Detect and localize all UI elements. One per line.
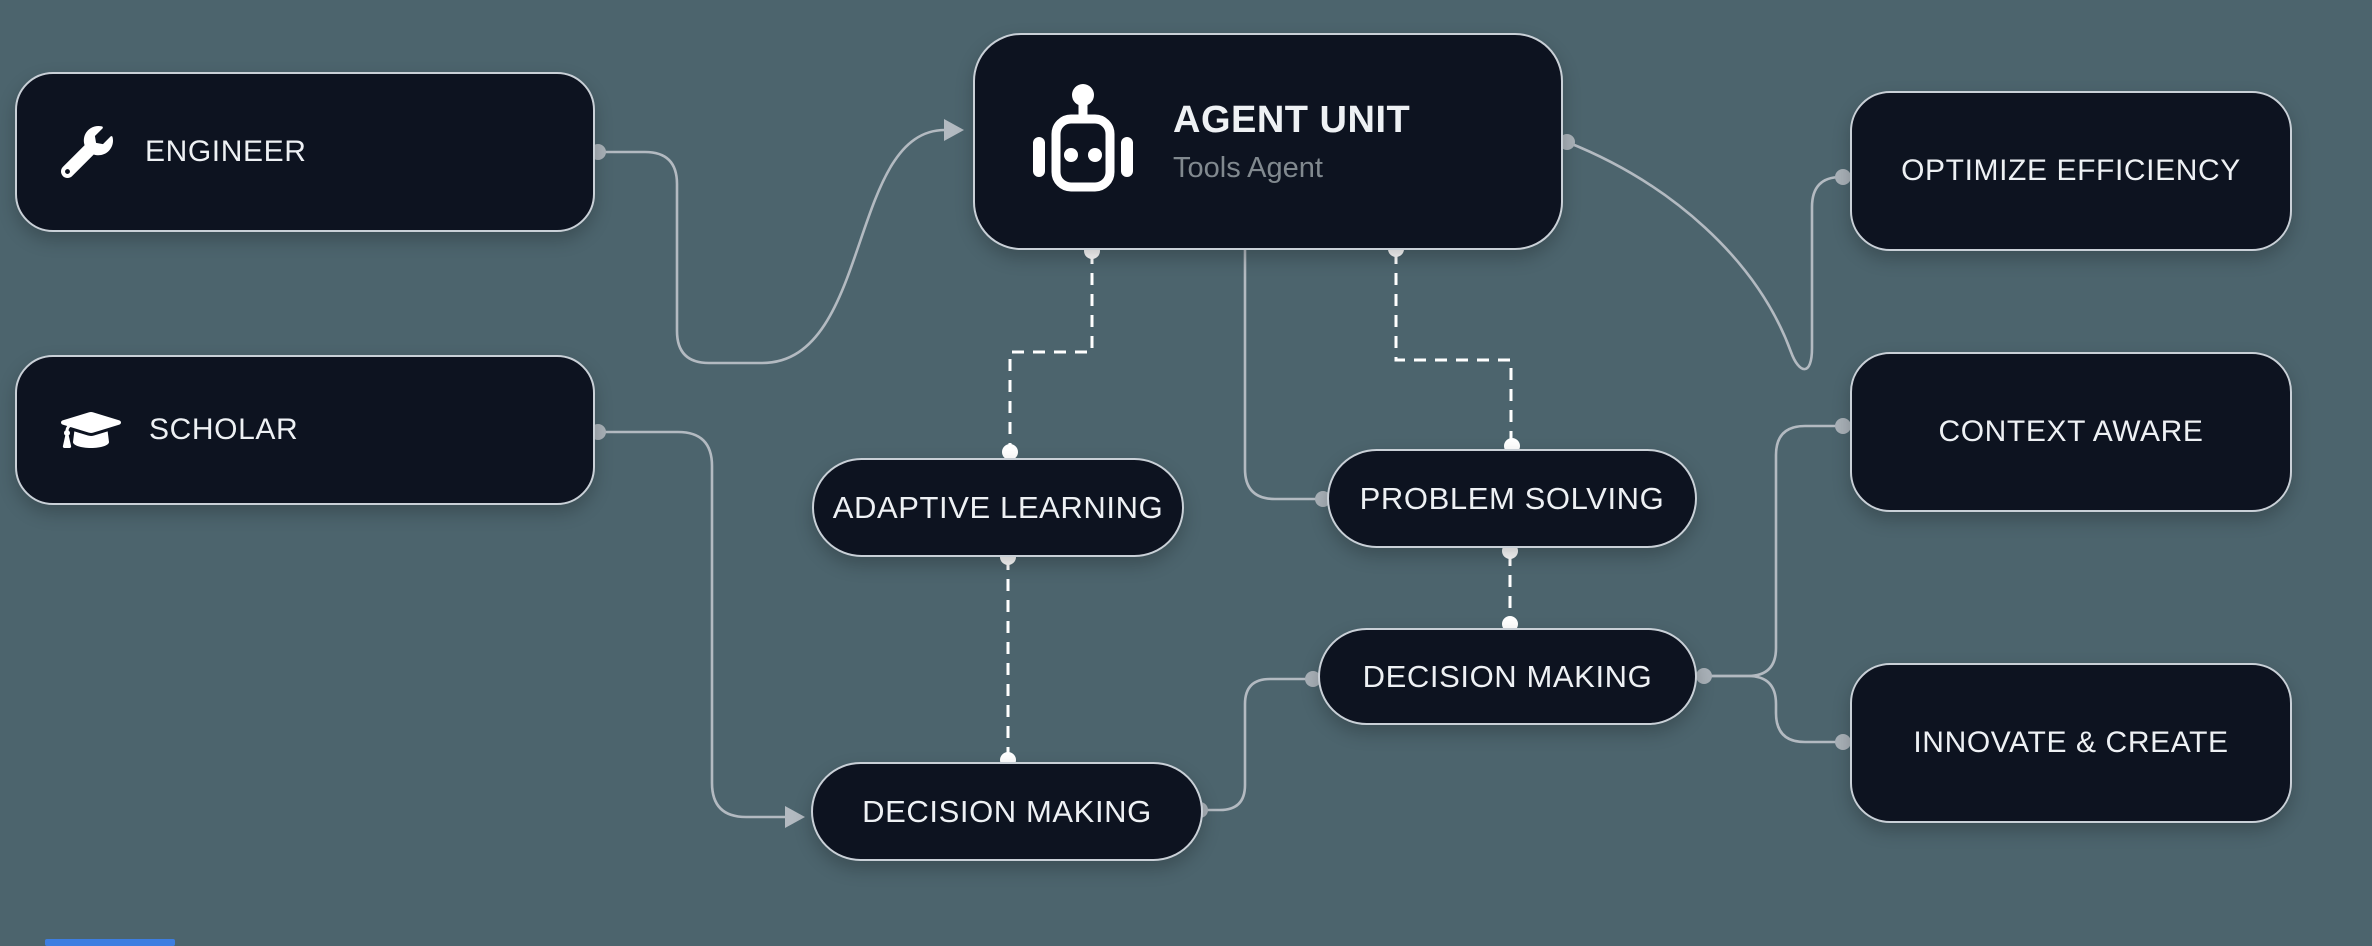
node-decision-making-mid-label: DECISION MAKING <box>1362 658 1653 694</box>
robot-icon <box>1033 83 1133 201</box>
node-optimize-efficiency-label: OPTIMIZE EFFICIENCY <box>1901 154 2241 187</box>
node-context-aware[interactable]: CONTEXT AWARE <box>1850 352 2292 512</box>
handle-adaptive-top[interactable] <box>1002 444 1018 460</box>
edge-decision-lower-to-decision-mid <box>1200 677 1310 812</box>
node-innovate-create-label: INNOVATE & CREATE <box>1913 726 2229 759</box>
dashed-agent-unit-to-problem-solving <box>1394 252 1513 443</box>
handle-decision-mid-left[interactable] <box>1305 671 1321 687</box>
node-engineer[interactable]: ENGINEER <box>15 72 595 232</box>
handle-optimize-left[interactable] <box>1835 169 1851 185</box>
bottom-accent-bar <box>45 939 175 946</box>
edge-agent-unit-to-problem-solving <box>1243 250 1318 501</box>
node-decision-making-lower-label: DECISION MAKING <box>862 793 1152 829</box>
node-decision-making-mid[interactable]: DECISION MAKING <box>1318 628 1697 725</box>
handle-innovate-left[interactable] <box>1835 734 1851 750</box>
node-adaptive-learning[interactable]: ADAPTIVE LEARNING <box>812 458 1184 557</box>
dashed-edges <box>1006 252 1513 758</box>
arrowhead-into-decision-making-lower <box>785 806 805 828</box>
node-engineer-label: ENGINEER <box>145 135 307 168</box>
arrowhead-into-agent-unit <box>944 119 964 141</box>
arrowheads <box>785 119 964 828</box>
node-innovate-create[interactable]: INNOVATE & CREATE <box>1850 663 2292 823</box>
agent-unit-text: AGENT UNIT Tools Agent <box>1173 99 1410 185</box>
edge-decision-mid-to-innovate-create <box>1704 674 1840 744</box>
agent-unit-title: AGENT UNIT <box>1173 98 1411 141</box>
dashed-agent-unit-to-adaptive-learning <box>1008 252 1094 450</box>
node-problem-solving-label: PROBLEM SOLVING <box>1359 480 1665 516</box>
edge-agent-unit-to-optimize-efficiency <box>1566 140 1842 371</box>
edge-decision-mid-to-context-aware <box>1704 424 1840 678</box>
node-decision-making-lower[interactable]: DECISION MAKING <box>811 762 1203 861</box>
handle-agent-unit-right[interactable] <box>1559 134 1575 150</box>
wrench-icon <box>61 126 113 178</box>
handle-decision-mid-right[interactable] <box>1696 668 1712 684</box>
node-adaptive-learning-label: ADAPTIVE LEARNING <box>832 489 1164 525</box>
graduation-cap-icon <box>61 406 121 454</box>
node-agent-unit[interactable]: AGENT UNIT Tools Agent <box>973 33 1563 250</box>
node-problem-solving[interactable]: PROBLEM SOLVING <box>1327 449 1697 548</box>
edge-scholar-to-decision-making-lower <box>598 430 786 819</box>
agent-unit-subtitle: Tools Agent <box>1173 151 1323 184</box>
solid-edges <box>598 128 1842 819</box>
handle-context-left[interactable] <box>1835 418 1851 434</box>
node-context-aware-label: CONTEXT AWARE <box>1938 415 2204 448</box>
node-scholar[interactable]: SCHOLAR <box>15 355 595 505</box>
edge-engineer-to-agent-unit <box>598 128 946 365</box>
node-scholar-label: SCHOLAR <box>149 413 299 446</box>
node-optimize-efficiency[interactable]: OPTIMIZE EFFICIENCY <box>1850 91 2292 251</box>
